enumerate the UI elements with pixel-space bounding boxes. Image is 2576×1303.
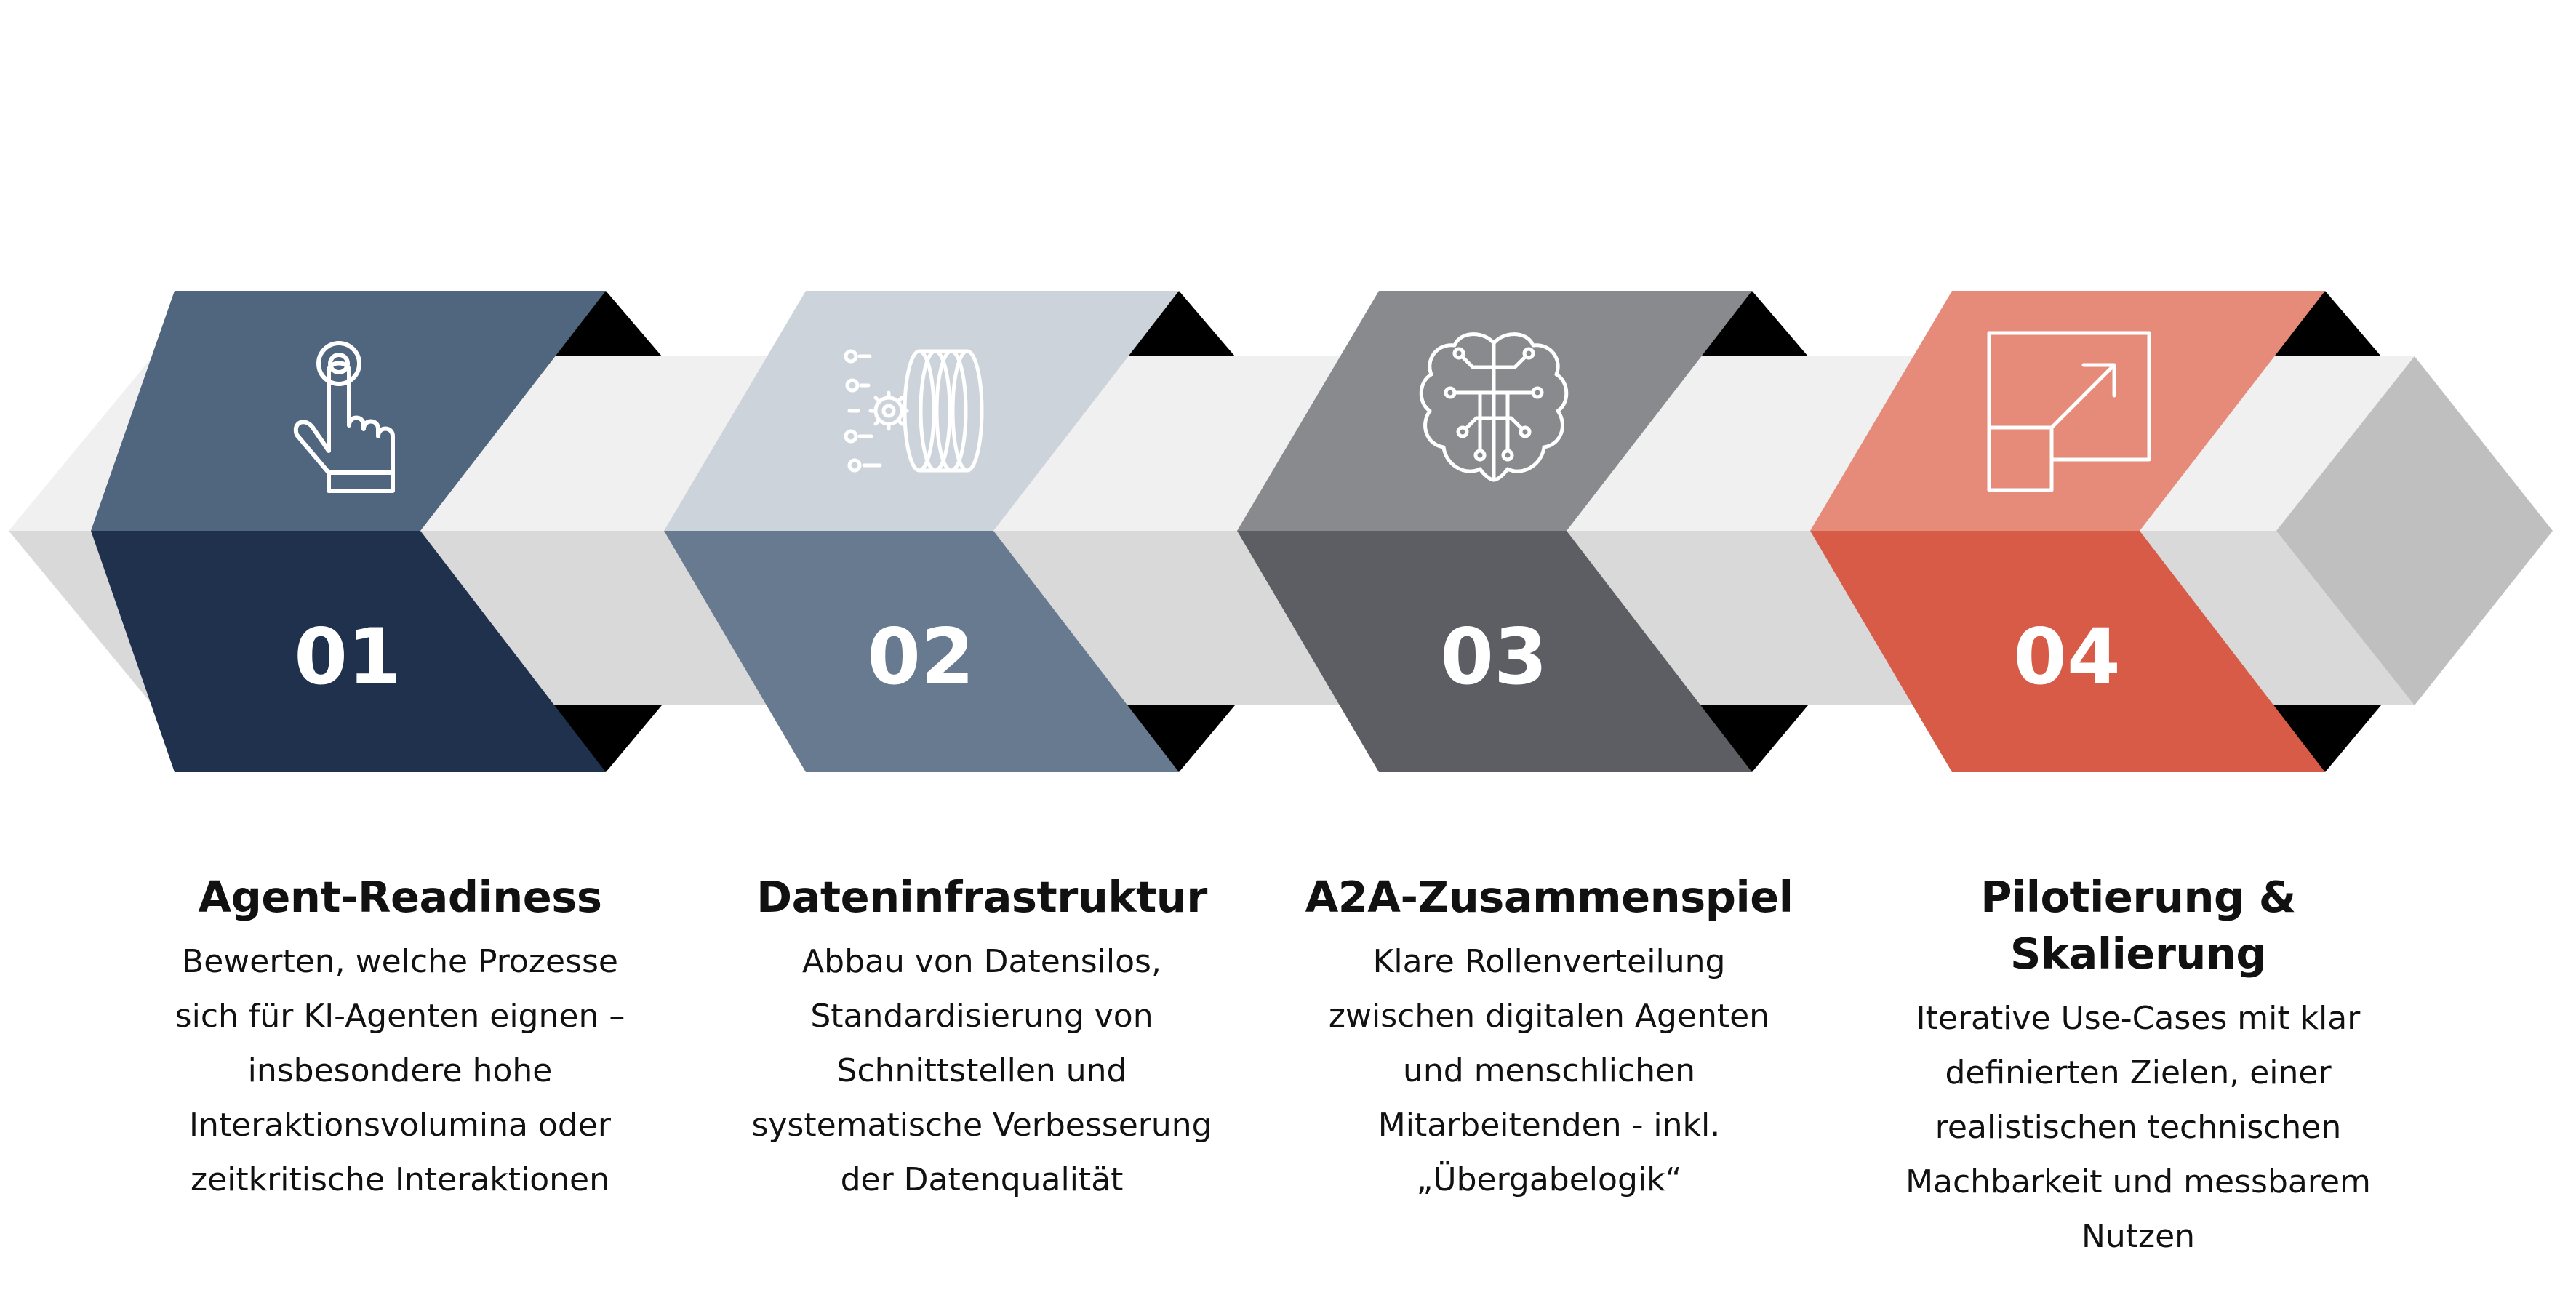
band-bottom-face [9, 531, 2415, 705]
ai-brain-icon [1419, 332, 1569, 482]
step-4-bottom-face [1810, 531, 2325, 772]
step-2-bottom-face [664, 531, 1179, 772]
step-4-description-line: Machbarkeit und messbarem [1905, 1163, 2371, 1200]
step-2-text: Dateninfrastruktur Abbau von Datensilos,… [720, 869, 1244, 1207]
step-2-number: 02 [867, 612, 975, 702]
step-4-description-line: Iterative Use-Cases mit klar [1916, 1000, 2361, 1037]
step-3-description-line: zwischen digitalen Agenten [1328, 998, 1770, 1035]
step-3-description-line: Klare Rollenverteilung [1372, 943, 1726, 980]
step-3-description-line: „Übergabelogik“ [1416, 1161, 1682, 1198]
step-4-chevron: 04 [1810, 291, 2381, 772]
step-4-shadow-bottom [2268, 705, 2381, 772]
step-1-description-line: Bewerten, welche Prozesse [182, 943, 618, 980]
step-2-shadow-bottom [1122, 705, 1235, 772]
step-3-text: A2A-Zusammenspiel Klare Rollenverteilung… [1287, 869, 1811, 1207]
step-2-description-line: Abbau von Datensilos, [802, 943, 1161, 980]
step-3-shadow-top [1695, 291, 1808, 356]
scale-up-icon [1987, 331, 2151, 492]
step-1-shadow-bottom [549, 705, 662, 772]
step-4-description-line: definierten Zielen, einer [1945, 1054, 2332, 1091]
step-3-shadow-bottom [1695, 705, 1808, 772]
step-3-description-line: Mitarbeitenden - inkl. [1377, 1107, 1721, 1144]
end-cube [2276, 356, 2553, 705]
end-cube-face [2276, 356, 2553, 705]
band [9, 356, 2415, 705]
chevron-steps: 01 02 [91, 291, 2381, 772]
step-1-description-line: Interaktionsvolumina oder [189, 1107, 611, 1144]
step-4-shadow-top [2268, 291, 2381, 356]
step-3-number: 03 [1440, 612, 1548, 702]
band-top-face [9, 356, 2415, 531]
step-3-description: Klare Rollenverteilung zwischen digitale… [1287, 934, 1811, 1207]
data-storage-icon [844, 349, 984, 473]
step-1-description-line: insbesondere hohe [247, 1052, 553, 1089]
step-4-description-line: realistischen technischen [1935, 1109, 2342, 1146]
step-2-chevron: 02 [664, 291, 1235, 772]
step-3-chevron: 03 [1237, 291, 1808, 772]
step-2-description-line: systematische Verbesserung [751, 1107, 1212, 1144]
step-2-description-line: der Datenqualität [840, 1161, 1124, 1198]
step-4-number: 04 [2013, 612, 2121, 702]
step-1-title: Agent-Readiness [198, 872, 602, 922]
step-1-description-line: sich für KI-Agenten eignen – [175, 998, 625, 1035]
hand-pointer-icon [293, 341, 395, 493]
step-1-number: 01 [294, 612, 401, 702]
step-4-text: Pilotierung & Skalierung Iterative Use-C… [1876, 869, 2400, 1264]
step-4-description: Iterative Use-Cases mit klar definierten… [1876, 991, 2400, 1264]
step-1-description-line: zeitkritische Interaktionen [191, 1161, 609, 1198]
step-1-text: Agent-Readiness Bewerten, welche Prozess… [138, 869, 662, 1207]
step-2-description-line: Standardisierung von [810, 998, 1153, 1035]
step-4-description-line: Nutzen [2081, 1218, 2196, 1255]
step-4-title: Pilotierung & Skalierung [1980, 872, 2296, 979]
step-1-bottom-face [91, 531, 606, 772]
step-1-description: Bewerten, welche Prozesse sich für KI-Ag… [138, 934, 662, 1207]
step-2-shadow-top [1122, 291, 1235, 356]
step-3-bottom-face [1237, 531, 1752, 772]
step-2-description: Abbau von Datensilos, Standardisierung v… [720, 934, 1244, 1207]
step-1-shadow-top [549, 291, 662, 356]
step-3-description-line: und menschlichen [1403, 1052, 1695, 1089]
step-3-title: A2A-Zusammenspiel [1305, 872, 1793, 922]
step-2-description-line: Schnittstellen und [836, 1052, 1127, 1089]
step-1-chevron: 01 [91, 291, 662, 772]
step-2-title: Dateninfrastruktur [756, 872, 1207, 922]
